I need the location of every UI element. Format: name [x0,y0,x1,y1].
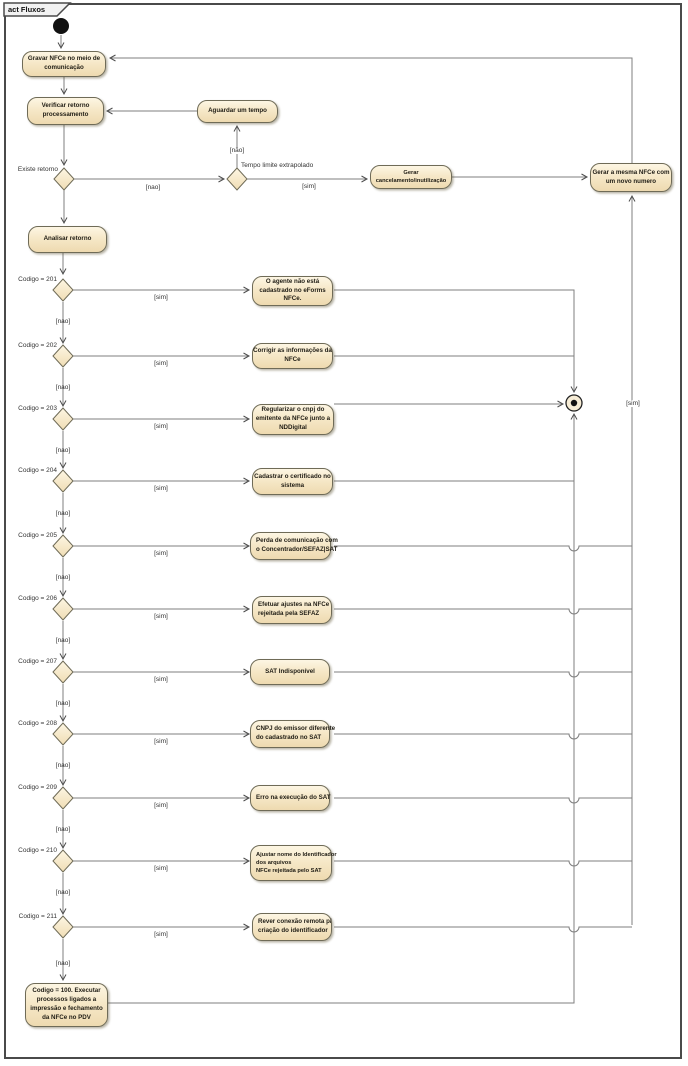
frame-tab-label: act Fluxos [8,5,46,14]
final-node-dot [570,399,578,407]
action-codigo-211[interactable]: Rever conexão remota p/ criação do ident… [252,913,332,941]
guard-sim-209: [sim] [154,802,168,809]
connector-loopback-to-gravar[interactable] [108,54,633,163]
action-aguardar-tempo[interactable]: Aguardar um tempo [197,100,278,123]
label-codigo-201: Codigo = 201 [18,276,57,283]
label-tempo-limite: Tempo limite extrapolado [241,162,314,169]
guard-sim-trunk: [sim] [619,400,647,408]
action-gerar-cancelamento[interactable]: Gerar cancelamento/inutilização [370,165,452,189]
decision-codigo-207[interactable] [52,660,74,684]
decision-codigo-202[interactable] [52,344,74,368]
connector-action207-sim-trunk[interactable] [334,671,632,678]
label-codigo-211: Codigo = 211 [18,913,57,920]
action-codigo-204[interactable]: Cadastrar o certificado no sistema [252,468,333,495]
action-codigo-203[interactable]: Regularizar o cnpj do emitente da NFCe j… [252,404,334,435]
action-codigo-205[interactable]: Perda de comunicação com o Concentrador/… [250,532,338,560]
decision-codigo-208[interactable] [52,722,74,746]
connector-action209-sim-trunk[interactable] [334,797,632,804]
decision-codigo-209[interactable] [52,786,74,810]
label-codigo-202: Codigo = 202 [18,342,57,349]
connector-action211-sim-trunk[interactable] [334,926,632,933]
connector-action210-sim-trunk[interactable] [334,860,632,867]
decision-tempo-limite[interactable] [226,167,248,191]
decision-codigo-203[interactable] [52,407,74,431]
guard-sim-211: [sim] [154,931,168,938]
action-analisar-retorno[interactable]: Analisar retorno [28,226,107,253]
guard-sim-208: [sim] [154,738,168,745]
guard-sim-203: [sim] [154,423,168,430]
connector-action208-sim-trunk[interactable] [334,733,632,740]
decision-codigo-205[interactable] [52,534,74,558]
decision-codigo-201[interactable] [52,278,74,302]
decision-existe-retorno[interactable] [53,167,75,191]
label-codigo-204: Codigo = 204 [18,467,57,474]
guard-nao-211: [nao] [55,960,71,967]
action-codigo-206[interactable]: Efetuar ajustes na NFCe rejeitada pela S… [252,596,332,624]
guard-nao-203: [nao] [55,447,71,454]
guard-sim-206: [sim] [154,613,168,620]
action-codigo-209[interactable]: Erro na execução do SAT [250,785,331,811]
label-codigo-206: Codigo = 206 [18,595,57,602]
guard-sim-202: [sim] [154,360,168,367]
action-codigo-210[interactable]: Ajustar nome do Identificador dos arquiv… [250,845,337,881]
action-gravar-nfce[interactable]: Gravar NFCe no meio de comunicação [22,51,106,77]
guard-nao-201: [nao] [55,318,71,325]
guard-nao-existe: [nao] [145,184,161,191]
action-gerar-mesma-nfce[interactable]: Gerar a mesma NFCe com um novo numero [590,163,672,192]
label-codigo-207: Codigo = 207 [18,658,57,665]
guard-sim-207: [sim] [154,676,168,683]
guard-nao-205: [nao] [55,574,71,581]
guard-nao-206: [nao] [55,637,71,644]
connector-action205-sim-trunk[interactable] [334,545,632,552]
action-codigo-201[interactable]: O agente não está cadastrado no eForms N… [252,276,333,306]
guard-nao-204: [nao] [55,510,71,517]
guard-nao-209: [nao] [55,826,71,833]
label-codigo-209: Codigo = 209 [18,784,57,791]
action-codigo-207[interactable]: SAT Indisponível [250,659,330,685]
guard-sim-210: [sim] [154,865,168,872]
label-codigo-208: Codigo = 208 [18,720,57,727]
initial-node[interactable] [53,18,69,34]
label-codigo-203: Codigo = 203 [18,405,57,412]
guard-nao-tempo: [não] [223,147,251,155]
guard-sim-201: [sim] [154,294,168,301]
action-verificar-retorno[interactable]: Verificar retorno processamento [27,97,104,125]
action-codigo-202[interactable]: Corrigir as informações da NFCe [252,343,333,369]
label-codigo-205: Codigo = 205 [18,532,57,539]
connector-codigo100-final[interactable] [108,412,578,1004]
connector-action206-sim-trunk[interactable] [334,608,632,615]
connector-action201-final[interactable] [334,289,578,394]
frame-tab [3,2,72,17]
label-existe-retorno: Existe retorno [17,166,58,173]
guard-sim-204: [sim] [154,485,168,492]
guard-sim-205: [sim] [154,550,168,557]
decision-codigo-206[interactable] [52,597,74,621]
decision-codigo-211[interactable] [52,915,74,939]
guard-nao-208: [nao] [55,762,71,769]
label-codigo-210: Codigo = 210 [18,847,57,854]
decision-codigo-210[interactable] [52,849,74,873]
action-codigo-100[interactable]: Codigo = 100. Executar processos ligados… [25,983,108,1027]
guard-nao-210: [nao] [55,889,71,896]
action-codigo-208[interactable]: CNPJ do emissor diferente do cadastrado … [250,720,335,748]
guard-nao-202: [nao] [55,384,71,391]
decision-codigo-204[interactable] [52,469,74,493]
guard-nao-207: [nao] [55,700,71,707]
guard-sim-tempo: [sim] [302,183,316,190]
